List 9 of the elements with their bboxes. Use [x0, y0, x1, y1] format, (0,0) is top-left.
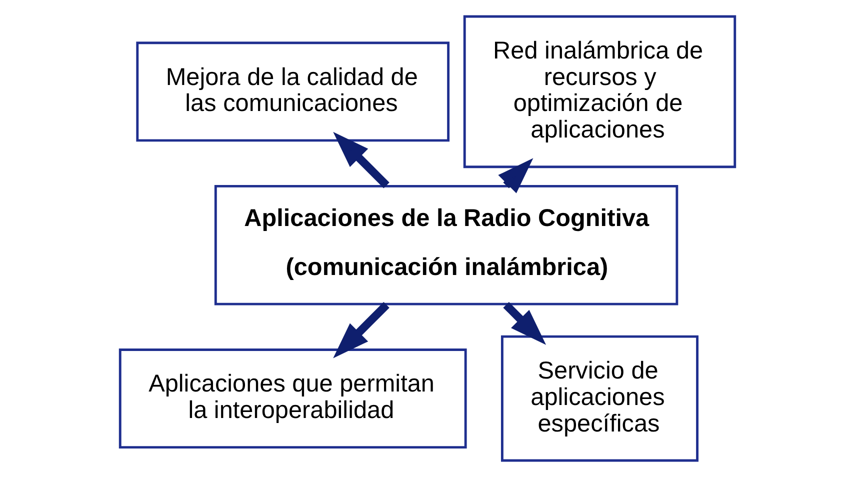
arrow — [498, 158, 534, 194]
node-box: Mejora de la calidad de las comunicaciones — [136, 42, 450, 142]
node-box: Aplicaciones de la Radio Cognitiva (comunicación inalámbrica) — [214, 184, 678, 306]
arrow — [333, 302, 390, 358]
arrow — [503, 302, 546, 345]
arrow — [333, 132, 390, 188]
node-box: Aplicaciones que permitan la interoperabilidad — [118, 348, 467, 449]
node-box: Servicio de aplicaciones específicas — [500, 335, 698, 462]
node-box: Red inalámbrica de recursos y optimización de aplicaciones — [463, 15, 736, 168]
